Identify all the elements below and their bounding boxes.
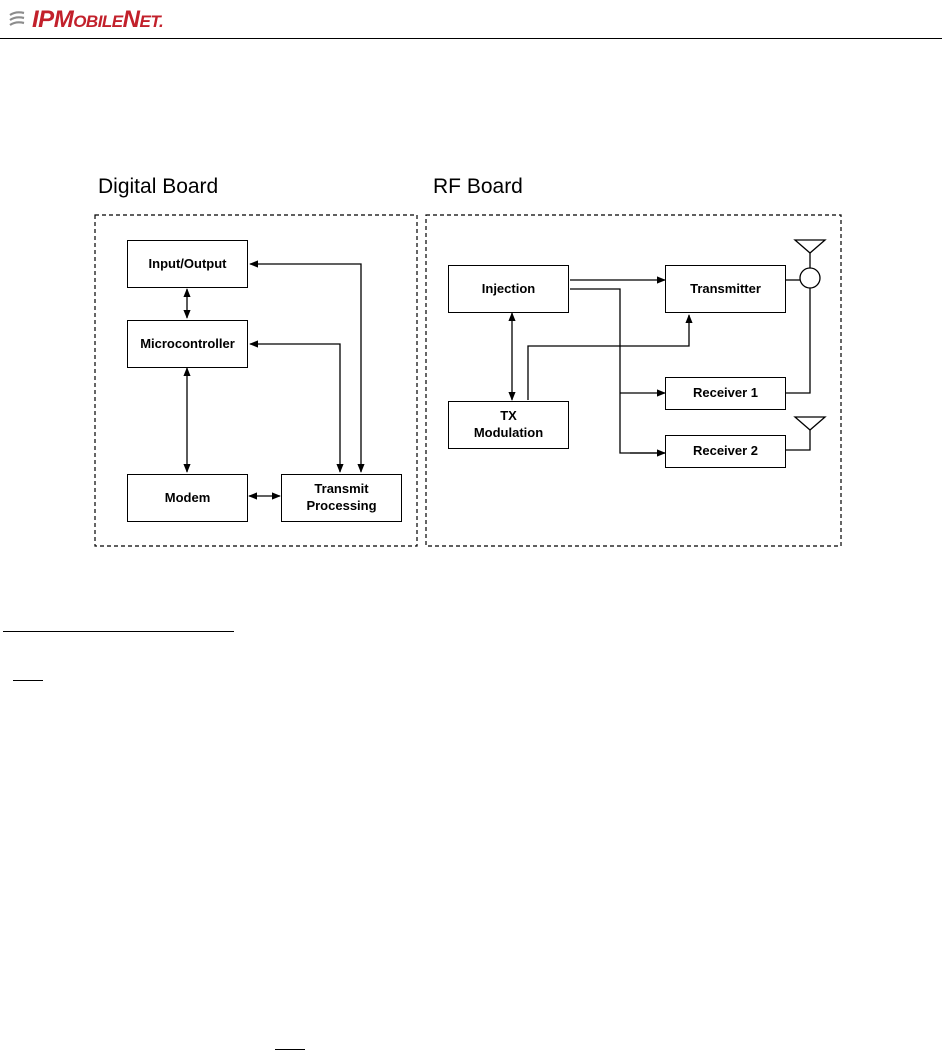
microcontroller-block: Microcontroller <box>127 320 248 368</box>
block-diagram: Digital Board RF Board <box>0 0 942 600</box>
io-transmit-link <box>250 264 361 472</box>
tx-modulation-block: TX Modulation <box>448 401 569 449</box>
transmit-processing-block: Transmit Processing <box>281 474 402 522</box>
injection-receivers-link <box>570 289 665 453</box>
injection-block: Injection <box>448 265 569 313</box>
transmitter-block: Transmitter <box>665 265 786 313</box>
transmit-processing-label-1: Transmit <box>314 481 368 498</box>
duplexer-icon <box>800 268 820 288</box>
input-output-block: Input/Output <box>127 240 248 288</box>
receiver2-antenna-link <box>786 430 810 450</box>
receiver1-antenna-link <box>786 288 810 393</box>
receiver-1-block: Receiver 1 <box>665 377 786 410</box>
receiver-2-block: Receiver 2 <box>665 435 786 468</box>
transmit-processing-label-2: Processing <box>306 498 376 515</box>
micro-transmit-link <box>250 344 340 472</box>
antenna-2-icon <box>795 417 825 430</box>
page-mark <box>275 1049 305 1050</box>
tx-modulation-label-2: Modulation <box>474 425 543 442</box>
footnote-divider <box>3 631 234 632</box>
antenna-1-icon <box>795 240 825 253</box>
modem-block: Modem <box>127 474 248 522</box>
footnote-mark <box>13 680 43 681</box>
tx-modulation-label-1: TX <box>500 408 517 425</box>
